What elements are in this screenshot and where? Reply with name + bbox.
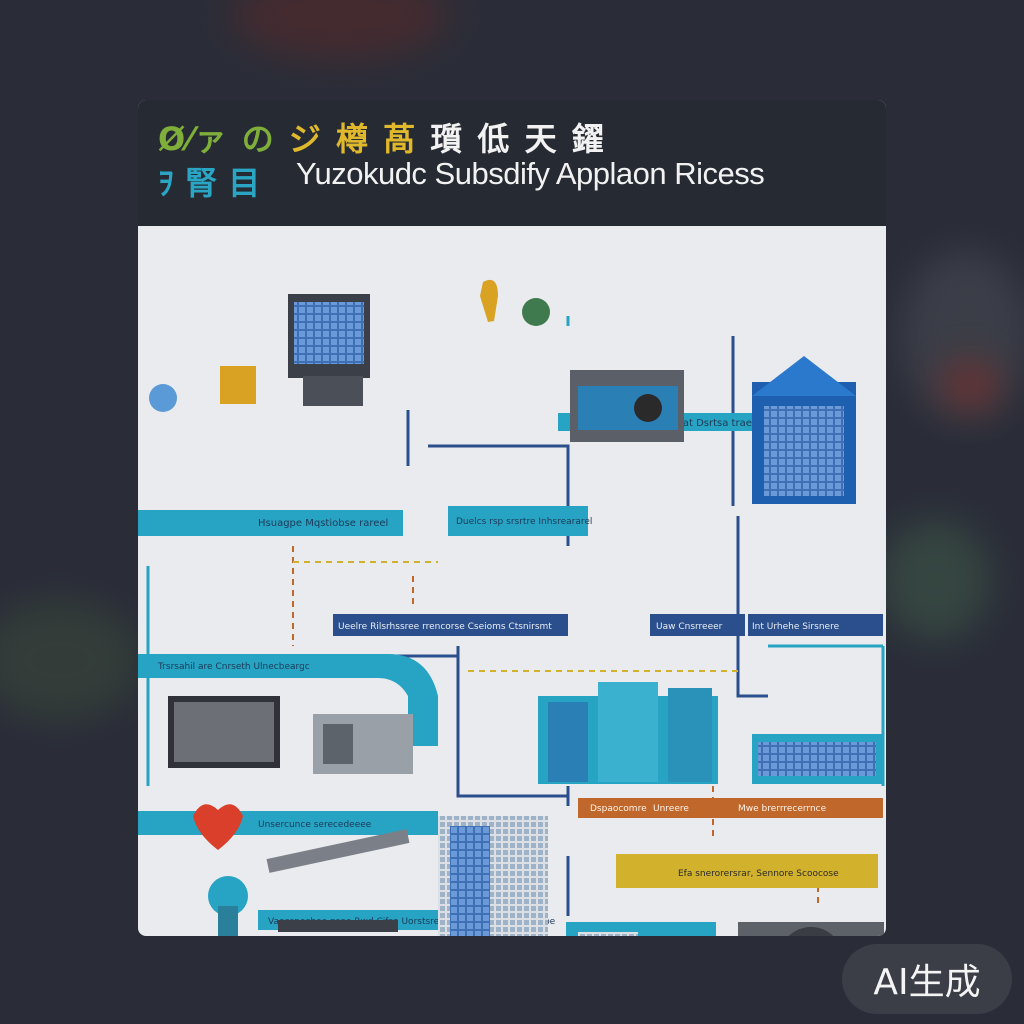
- diagram-label: Trsrsahil are Cnrseth Ulnecbeargc: [157, 662, 310, 672]
- diagram-label: Efa snerorersrar, Sennore Scoocose: [678, 869, 839, 879]
- blue-house-illustration: [752, 356, 856, 504]
- label-bar: [138, 811, 438, 835]
- diagram-label: Duelcs rsp srsrtre Inhsreararel: [456, 517, 592, 527]
- label-bar: [748, 614, 883, 636]
- label-bar: [616, 854, 878, 888]
- label-bar: [578, 798, 883, 818]
- label-bar: [138, 510, 403, 536]
- diagram-label: Ueelre Rilsrhssree rrencorse Cseioms Cts…: [338, 622, 552, 632]
- pipe-illustration: [266, 829, 410, 932]
- diagram-label: Unsercunce serecedeeee: [258, 820, 372, 830]
- title-english: Yuzokudc Subsdify Applaon Ricess: [296, 156, 765, 191]
- background-shape: [880, 520, 990, 640]
- title-chinese-line2: ｦ 腎 目: [158, 164, 261, 202]
- factory-illustration: [570, 370, 684, 442]
- title-chinese-line1: Ø⁄ァ の ジ 樽 萵 瓆 低 天 鑃: [158, 114, 606, 160]
- tablet-screen-illustration: [738, 922, 884, 936]
- plant-icon: [208, 876, 248, 936]
- diagram-label: Hsuagpe Mqstiobse rareel: [258, 518, 388, 529]
- background-shape: [940, 360, 1000, 410]
- process-diagram: Uausr eoaticnor mehat Dsrtsa trae Hsuagp…: [138, 279, 885, 936]
- diagram-label: Dspaocomre: [590, 804, 647, 814]
- city-skyline-illustration: [538, 682, 718, 784]
- diagram-label: Uaw Cnsrreeer: [656, 622, 723, 632]
- tree-icon: [522, 298, 550, 326]
- diagram-label: Int Urhehe Sirsnere: [752, 622, 840, 632]
- background-shape: [0, 600, 140, 720]
- building-row-illustration: [752, 734, 882, 784]
- diagram-label: Mwe brerrrecerrnce: [738, 804, 827, 814]
- flow-arrow: [138, 654, 438, 746]
- machinery-illustration: [313, 714, 413, 774]
- label-bar: [333, 614, 568, 636]
- title-bar: Ø⁄ァ の ジ 樽 萵 瓆 低 天 鑃 ｦ 腎 目 Yuzokudc Subsd…: [138, 100, 886, 226]
- title-cn-part2: ジ 樽 萵: [288, 120, 418, 158]
- bird-icon: [480, 279, 498, 322]
- infographic-card: Ø⁄ァ の ジ 樽 萵 瓆 低 天 鑃 ｦ 腎 目 Yuzokudc Subsd…: [138, 100, 886, 936]
- office-building-illustration: [288, 294, 370, 406]
- diagram-label: Unreere: [653, 804, 689, 814]
- office-desk-illustration: [566, 922, 716, 936]
- window-panel-illustration: [168, 696, 280, 768]
- grid-tower-illustration: [438, 816, 548, 936]
- title-cn-part3: 瓆 低 天 鑃: [430, 120, 606, 158]
- background-shape: [230, 0, 450, 60]
- label-bar: [448, 506, 588, 536]
- diagram-label: Vaecsnechee nsoe Rwd Cifso Uorstsree lns…: [268, 917, 556, 927]
- title-cn-part1: Ø⁄ァ の: [158, 120, 276, 158]
- label-bar: [650, 614, 745, 636]
- heart-icon: [193, 804, 243, 850]
- ai-generated-badge: AI生成: [842, 944, 1012, 1014]
- lamp-icon: [149, 366, 256, 412]
